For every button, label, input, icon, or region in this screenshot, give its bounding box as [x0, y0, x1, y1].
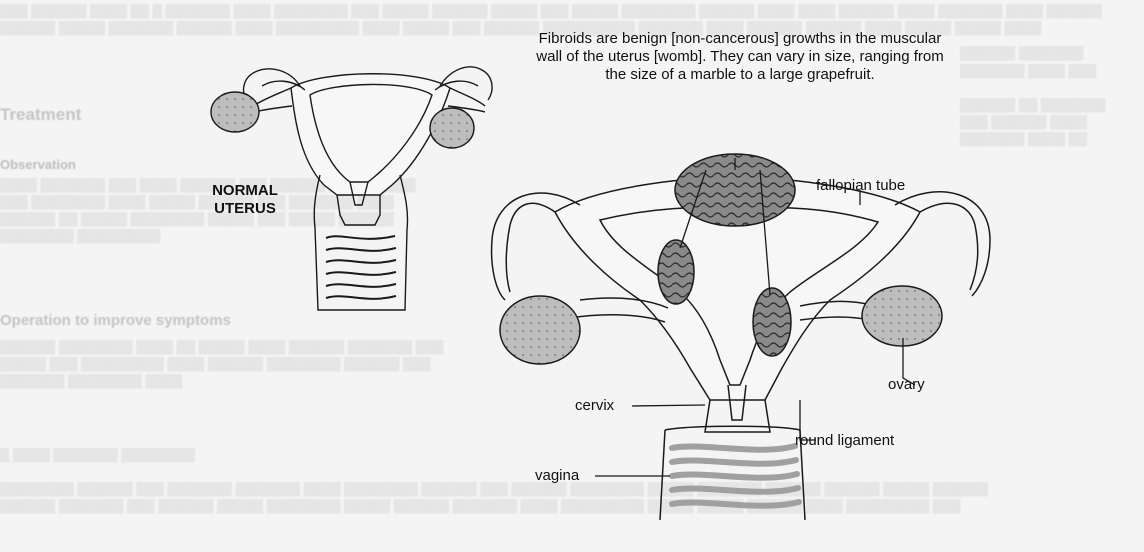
- normal-left-ovary: [211, 92, 259, 132]
- ovary-label: ovary: [888, 376, 925, 394]
- fibroid-right-wall: [753, 288, 791, 356]
- right-ovary: [862, 286, 942, 346]
- round-ligament-label: round ligament: [795, 432, 894, 450]
- normal-vagina-rugae: [326, 236, 396, 299]
- cervix-label: cervix: [575, 397, 614, 415]
- left-ovary: [500, 296, 580, 364]
- vagina-label: vagina: [535, 467, 579, 485]
- normal-uterus-label-line2: UTERUS: [200, 200, 290, 218]
- normal-uterus-label-line1: NORMAL: [200, 182, 290, 200]
- normal-uterus-label: NORMAL UTERUS: [200, 182, 290, 218]
- vagina-rugae: [672, 446, 799, 506]
- fibroid-caption: Fibroids are benign [non-cancerous] grow…: [530, 30, 950, 84]
- normal-right-ovary: [430, 108, 474, 148]
- fallopian-tube-label: fallopian tube: [816, 177, 905, 195]
- fibroid-left-wall: [658, 240, 694, 304]
